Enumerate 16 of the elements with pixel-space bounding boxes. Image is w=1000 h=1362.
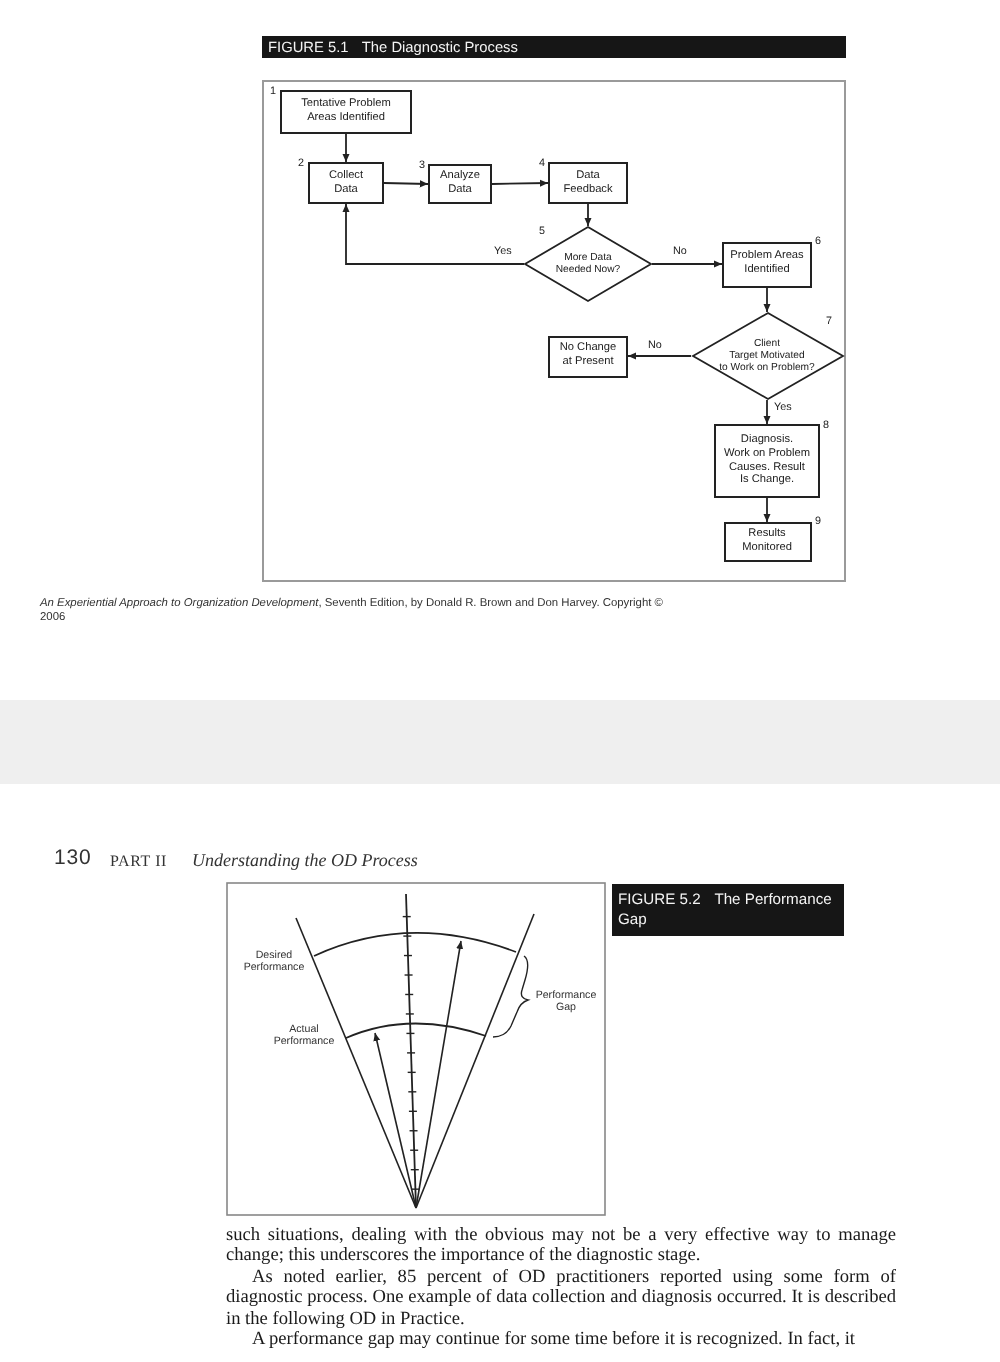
arrow xyxy=(763,497,771,523)
arrow xyxy=(627,352,692,360)
arrow xyxy=(342,133,350,163)
body-paragraph: A performance gap may continue for some time before it is recognized. In fact, it xyxy=(250,1330,858,1351)
body-paragraph: As noted earlier, 85 percent of OD practitioners reported using some form of diagnostic process. One example of data collection and diagnosis occurred. It is described in the following OD in Practice. xyxy=(226,1267,896,1330)
arrow xyxy=(383,180,429,188)
arrow xyxy=(763,399,771,425)
running-head: Understanding the OD Process xyxy=(192,851,418,869)
arrow xyxy=(584,203,592,227)
arrow xyxy=(763,286,771,313)
arrow xyxy=(651,260,723,268)
arrow xyxy=(491,179,549,187)
page-number: 130 xyxy=(54,848,92,869)
body-paragraph: such situations, dealing with the obvious may not be a very effective way to manage change; this underscores the importance of the diagnostic stage. xyxy=(226,1225,896,1267)
part-label: PART II xyxy=(110,853,168,869)
arrow xyxy=(342,203,525,265)
